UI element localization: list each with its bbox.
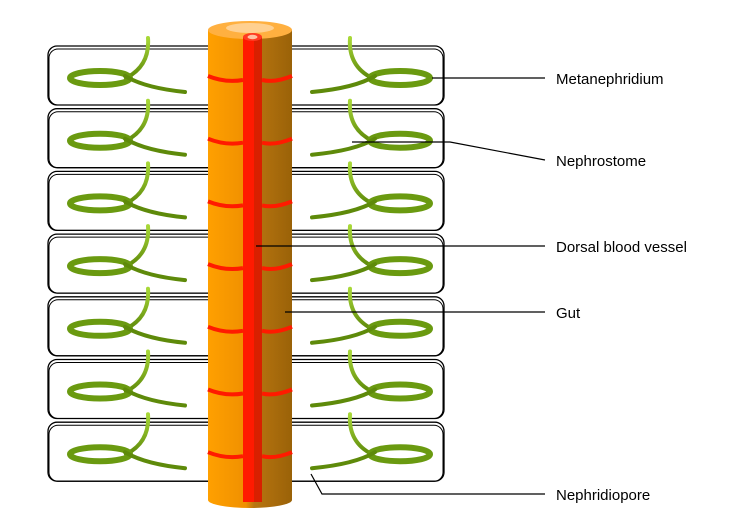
metanephridium [67,286,187,345]
nephridium-duct [310,74,377,94]
segmental-vessel [261,74,293,83]
segmental-vessel [261,450,293,460]
segmental-vessel [261,387,293,397]
metanephridium [310,98,433,157]
label-nephrostome: Nephrostome [556,153,646,170]
nephridium-duct [310,387,377,408]
label-dorsal-blood-vessel: Dorsal blood vessel [556,239,687,256]
nephridium-duct [123,136,187,157]
nephridium-duct [123,262,187,283]
nephridium-duct [123,450,187,471]
segmental-vessel [261,136,293,146]
metanephridium [67,161,187,220]
nephridium-duct [123,387,187,408]
nephridium-duct [310,262,377,283]
nephridia [67,36,433,471]
metanephridium [310,349,433,408]
metanephridium [310,224,433,283]
metanephridium [310,286,433,345]
segmental-vessel [207,262,244,271]
metanephridium [67,98,187,157]
label-nephridiopore: Nephridiopore [556,487,650,504]
segmental-vessel [207,74,244,83]
label-gut: Gut [556,305,581,322]
nephridium-duct [310,136,377,157]
metanephridium [310,161,433,220]
segmental-vessel [207,324,244,334]
nephridium-duct [123,74,187,94]
leader-lines [256,77,546,495]
nephridium-duct [123,199,187,220]
segmental-vessel [207,199,244,209]
nephridium-duct [310,199,377,220]
segmental-vessel [261,199,293,209]
segmental-vessel [207,136,244,146]
metanephridium [310,412,433,471]
segmental-vessel [207,387,244,397]
metanephridium [67,349,187,408]
nephridium-duct [123,324,187,345]
label-metanephridium: Metanephridium [556,71,664,88]
metanephridium [67,412,187,471]
nephridium-duct [310,324,377,345]
metanephridium [67,36,187,94]
segmental-vessel [261,324,293,334]
metanephridium [67,224,187,283]
dorsal-blood-vessel [243,33,262,502]
nephridium-duct [310,450,377,471]
metanephridium [310,36,433,94]
segmental-vessel [207,450,244,460]
segmental-vessels [207,74,293,460]
segmental-vessel [261,262,293,271]
